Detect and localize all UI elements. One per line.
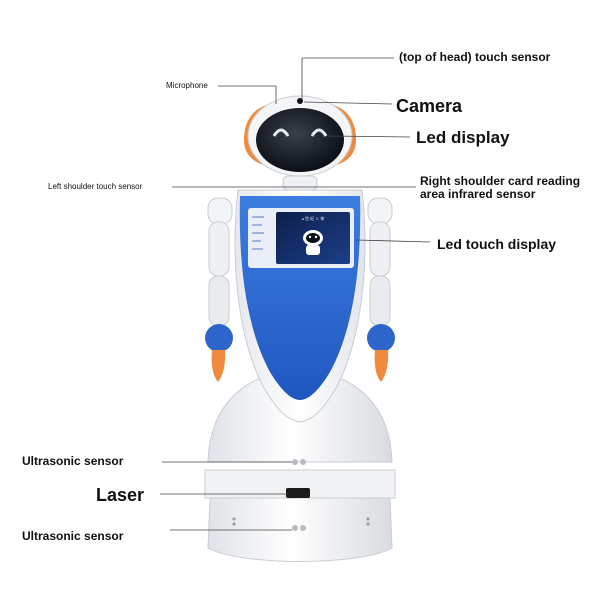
label-ultrasonic-lower: Ultrasonic sensor (22, 529, 124, 543)
label-top-head-sensor: (top of head) touch sensor (399, 50, 551, 64)
label-led-display: Led display (416, 128, 510, 147)
camera-lens (297, 98, 303, 104)
right-arm (367, 197, 395, 382)
label-left-shoulder-sensor: Left shoulder touch sensor (48, 182, 143, 191)
label-camera: Camera (396, 96, 463, 116)
torso: ǝ 世 纪 ☺ 你 (234, 189, 366, 423)
leader-lines (160, 57, 431, 531)
screen-text: ǝ 世 纪 ☺ 你 (302, 215, 325, 221)
label-right-shoulder-line1: Right shoulder card reading (420, 174, 581, 188)
label-right-shoulder-line2: area infrared sensor (420, 187, 536, 201)
label-ultrasonic-upper: Ultrasonic sensor (22, 454, 124, 468)
label-laser: Laser (96, 485, 145, 505)
neck (282, 175, 318, 191)
left-arm (205, 197, 233, 382)
label-microphone: Microphone (166, 81, 208, 90)
label-led-touch-display: Led touch display (437, 236, 557, 252)
robot-head (244, 95, 356, 177)
laser-window (286, 488, 310, 498)
